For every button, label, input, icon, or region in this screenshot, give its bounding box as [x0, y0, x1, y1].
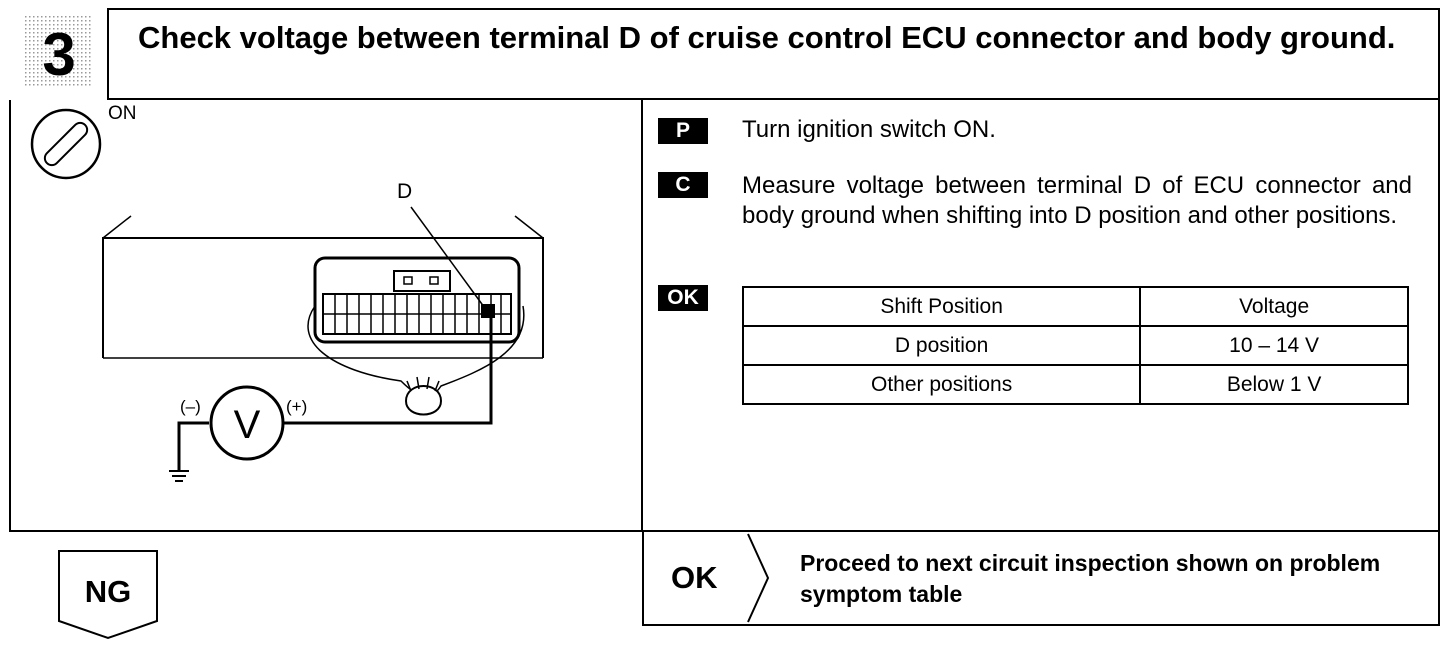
- ground-symbol-icon: [169, 470, 189, 482]
- ecu-connector-icon: [102, 215, 544, 416]
- title-band: [9, 8, 1440, 100]
- column-divider: [641, 99, 643, 532]
- instruction-p-text: Turn ignition switch ON.: [742, 116, 996, 143]
- halftone-pattern: [23, 16, 93, 88]
- cell-shift-position: D position: [741, 325, 1142, 366]
- ng-pentagon-box: [58, 550, 158, 640]
- instruction-c-text: Measure voltage between terminal D of EC…: [742, 172, 1412, 229]
- procedure-frame: [9, 8, 1440, 532]
- positive-lead-label: (+): [286, 397, 308, 416]
- step-number: 3: [42, 20, 76, 88]
- ignition-switch-icon: [30, 108, 102, 180]
- table-row: D position 10 – 14 V: [741, 325, 1409, 366]
- table-header-row: Shift Position Voltage: [741, 286, 1409, 327]
- table-row: Other positions Below 1 V: [741, 364, 1409, 405]
- ok-result-label: OK: [671, 560, 718, 595]
- step-title: Check voltage between terminal D of crui…: [138, 20, 1396, 55]
- negative-lead-label: (–): [180, 397, 201, 416]
- tag-p: P: [658, 118, 708, 144]
- cell-shift-position: Other positions: [741, 364, 1142, 405]
- ok-result-box: [642, 532, 1440, 626]
- cell-voltage: 10 – 14 V: [1139, 325, 1409, 366]
- wiring-diagram: V: [30, 108, 544, 482]
- voltage-spec-table: Shift Position Voltage D position 10 – 1…: [741, 286, 1409, 405]
- tag-ok: OK: [658, 285, 708, 311]
- header-shift-position: Shift Position: [741, 286, 1142, 327]
- ok-result-text: Proceed to next circuit inspection shown…: [800, 550, 1381, 607]
- header-voltage: Voltage: [1139, 286, 1409, 327]
- cell-voltage: Below 1 V: [1139, 364, 1409, 405]
- ok-arrow-divider: [747, 533, 770, 623]
- terminal-d-label: D: [397, 180, 413, 203]
- ng-label: NG: [84, 574, 132, 609]
- voltmeter-icon: V: [209, 385, 285, 461]
- voltmeter-symbol: V: [234, 403, 261, 447]
- tag-c: C: [658, 172, 708, 198]
- step-number-box: [9, 8, 109, 100]
- ignition-on-label: ON: [108, 103, 137, 124]
